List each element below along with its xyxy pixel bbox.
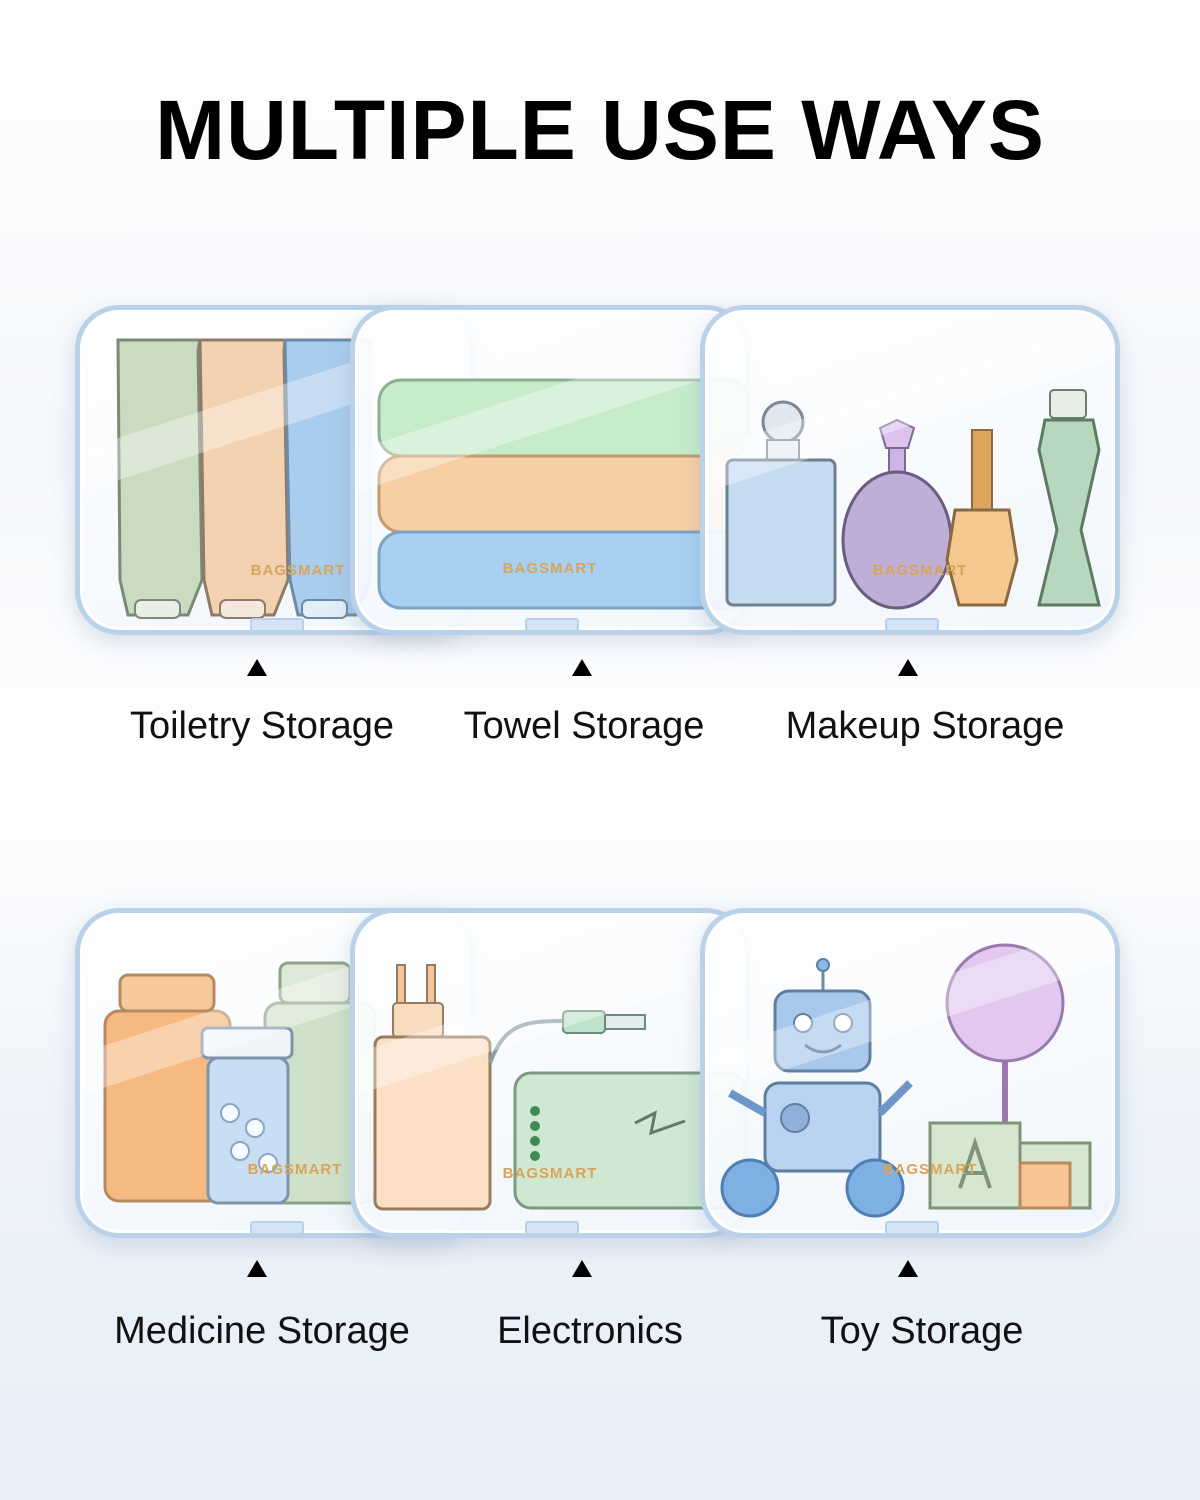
caption-toy-storage: Toy Storage	[820, 1310, 1024, 1352]
arrow-up-icon	[572, 1260, 592, 1277]
zipper-pull	[525, 618, 579, 630]
caption-toiletry-storage: Toiletry Storage	[129, 705, 394, 747]
towels-illustration	[377, 378, 745, 610]
brand-watermark: BAGSMART	[250, 562, 346, 579]
robot-toy-illustration	[720, 943, 1092, 1218]
perfume-bottles-illustration	[725, 389, 1101, 610]
zipper-pull	[885, 618, 939, 630]
caption-medicine-storage: Medicine Storage	[114, 1310, 410, 1352]
bag-makeup: BAGSMART	[700, 305, 1120, 635]
caption-towel-storage: Towel Storage	[463, 705, 705, 747]
bag-towel: BAGSMART	[350, 305, 750, 635]
bag-electronics: BAGSMART	[350, 908, 750, 1238]
headline: MULTIPLE USE WAYS	[155, 83, 1045, 177]
row-bottom: BAGSMART BAGSMART	[0, 908, 1200, 1277]
arrow-up-icon	[898, 1260, 918, 1277]
caption-makeup-storage: Makeup Storage	[785, 705, 1065, 747]
brand-watermark: BAGSMART	[872, 562, 968, 579]
arrow-up-icon	[572, 659, 592, 676]
charger-powerbank-illustration	[373, 964, 745, 1211]
arrow-up-icon	[247, 1260, 267, 1277]
zipper-pull	[250, 618, 304, 630]
brand-watermark: BAGSMART	[502, 560, 598, 577]
zipper-pull	[525, 1221, 579, 1233]
zipper-pull	[250, 1221, 304, 1233]
toiletry-tubes-illustration	[116, 338, 372, 619]
arrow-up-icon	[247, 659, 267, 676]
arrow-up-icon	[898, 659, 918, 676]
brand-watermark: BAGSMART	[502, 1165, 598, 1182]
row-top: BAGSMART BAGSMART BAGSMART	[0, 305, 1200, 676]
brand-watermark: BAGSMART	[882, 1161, 978, 1178]
bag-toy: BAGSMART	[700, 908, 1120, 1238]
caption-electronics: Electronics	[497, 1310, 683, 1352]
brand-watermark: BAGSMART	[247, 1161, 343, 1178]
zipper-pull	[885, 1221, 939, 1233]
